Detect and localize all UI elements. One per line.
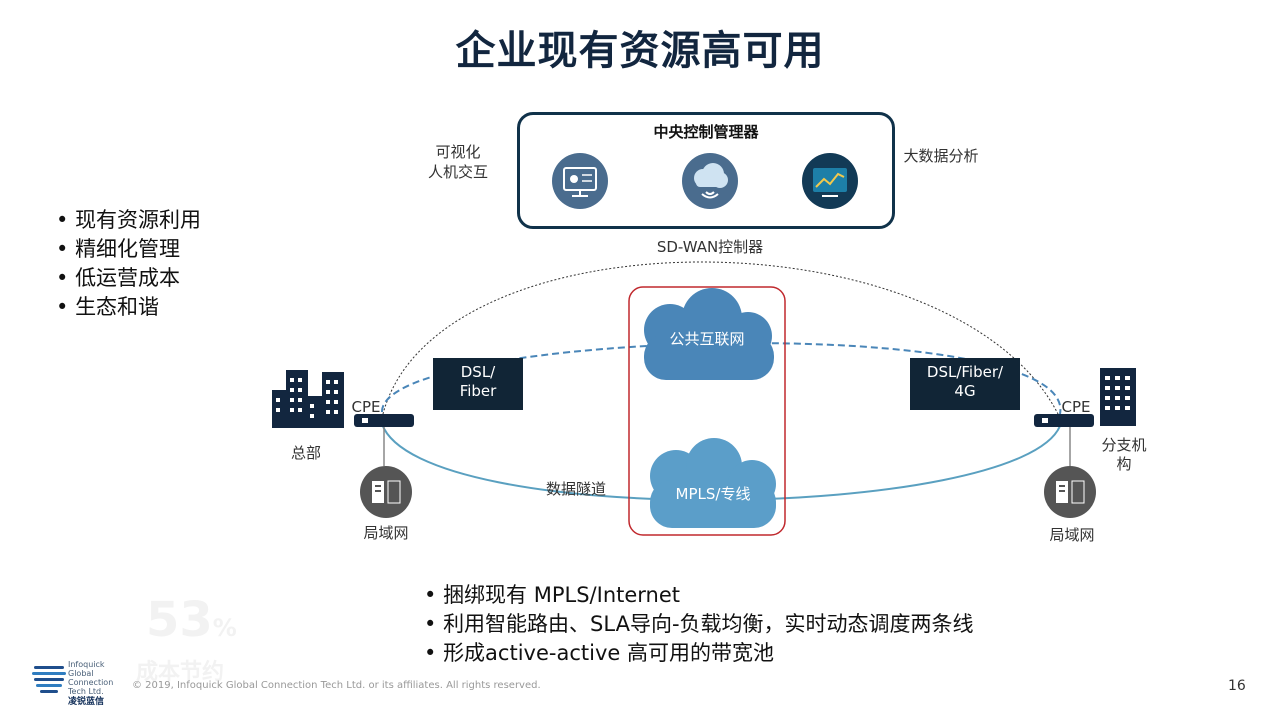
hq-link-type-line: DSL/: [460, 363, 496, 381]
hq-cpe-router-icon: [354, 414, 414, 466]
slide-title: 企业现有资源高可用: [455, 28, 825, 74]
left-bullet: 现有资源利用: [56, 206, 201, 235]
company-logo-icon: [32, 666, 66, 693]
logo-text-line: Global: [68, 669, 94, 678]
visualization-label: 可视化 人机交互: [418, 142, 498, 182]
clouds-highlight-box: [628, 286, 786, 536]
faded-stat-text: 成本节约: [136, 660, 225, 685]
hq-link-type-line: Fiber: [459, 382, 497, 400]
central-controller-box: 中央控制管理器: [517, 112, 895, 229]
branch-label: 分支机 构: [1094, 436, 1154, 474]
page-number: 16: [1228, 678, 1246, 694]
faded-stat-number: 53%: [146, 592, 237, 648]
bottom-bullet: 利用智能路由、SLA导向-负载均衡，实时动态调度两条线: [424, 610, 973, 639]
bottom-bullet-list: 捆绑现有 MPLS/Internet 利用智能路由、SLA导向-负载均衡，实时动…: [424, 581, 974, 668]
logo-chinese-name: 凌锐蓝信: [68, 697, 105, 707]
bottom-bullet: 形成active-active 高可用的带宽池: [424, 639, 974, 668]
internet-cloud: [644, 288, 774, 380]
visualization-label-line: 可视化: [435, 143, 481, 161]
internet-cloud-label: 公共互联网: [669, 330, 745, 348]
logo-text-line: Connection: [68, 678, 114, 687]
hq-dsl-fiber-box: DSL/ Fiber: [433, 358, 523, 410]
data-tunnel-label: 数据隧道: [545, 480, 606, 498]
branch-label-line: 分支机: [1101, 436, 1147, 454]
hq-lan-server-icon: [360, 466, 412, 518]
branch-lan-label: 局域网: [1049, 526, 1095, 544]
left-bullet: 精细化管理: [56, 235, 201, 264]
sdwan-controller-label: SD-WAN控制器: [656, 238, 764, 256]
faded-number: 53: [146, 592, 213, 648]
controller-arc: [381, 261, 1061, 419]
mpls-cloud-label: MPLS/专线: [675, 485, 751, 503]
branch-dsl-fiber-4g-box: DSL/Fiber/ 4G: [910, 358, 1020, 410]
mpls-cloud: [650, 438, 776, 528]
left-bullet: 低运营成本: [56, 264, 201, 293]
analytics-chart-icon: [802, 153, 858, 209]
bottom-bullet: 捆绑现有 MPLS/Internet: [424, 581, 974, 610]
dashboard-icon: [552, 153, 608, 209]
internet-link: [380, 342, 1062, 415]
branch-cpe-label: CPE: [1061, 398, 1091, 416]
branch-lan-server-icon: [1044, 466, 1096, 518]
hq-lan-label: 局域网: [363, 524, 409, 542]
logo-text-line: Infoquick: [68, 660, 105, 669]
branch-link-type-line: 4G: [954, 382, 976, 400]
left-bullet: 生态和谐: [56, 293, 201, 322]
hq-cpe-label: CPE: [351, 398, 381, 416]
branch-link-type-line: DSL/Fiber/: [926, 363, 1004, 381]
logo-text: Infoquick Global Connection Tech Ltd.: [68, 660, 113, 696]
branch-cpe-router-icon: [1034, 414, 1094, 466]
logo-text-line: Tech Ltd.: [68, 687, 104, 696]
copyright-notice: © 2019, Infoquick Global Connection Tech…: [132, 680, 541, 691]
visualization-label-line: 人机交互: [427, 163, 488, 181]
controller-title: 中央控制管理器: [653, 123, 759, 141]
faded-unit: %: [212, 614, 237, 642]
branch-label-line: 构: [1116, 455, 1132, 473]
hq-building-icon: [272, 370, 344, 428]
hq-label: 总部: [290, 444, 321, 462]
cloud-signal-icon: [682, 153, 738, 209]
left-bullet-list: 现有资源利用 精细化管理 低运营成本 生态和谐: [56, 206, 201, 322]
big-data-label: 大数据分析: [903, 147, 979, 165]
